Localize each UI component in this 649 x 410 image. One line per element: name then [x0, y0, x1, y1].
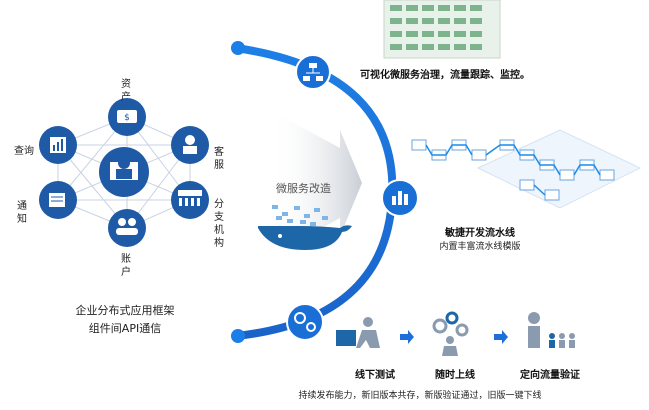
step1-text: 可视化微服务治理，流量跟踪、监控。 [360, 70, 530, 81]
arrow-2 [494, 330, 508, 344]
center-node [99, 147, 149, 197]
node-label-right-bottom: 分支机构 [214, 199, 224, 249]
node-label-left-bottom: 通知 [17, 201, 27, 225]
svg-text:$: $ [124, 113, 130, 123]
stage2-label: 随时上线 [435, 370, 475, 381]
transform-label: 微服务改造 [276, 182, 331, 195]
arc-end-top [231, 41, 245, 55]
arc-end-bottom [231, 329, 245, 343]
pipeline-footer: 持续发布能力，新旧版本共存，新版验证通过，旧版一键下线 [298, 391, 542, 401]
cluster-caption-line2: 组件间API通信 [88, 322, 162, 335]
stage1-label: 线下测试 [355, 370, 395, 381]
step2-subtitle: 内置丰富流水线模版 [439, 242, 521, 252]
node-left-top [39, 126, 77, 164]
gears-icon [286, 303, 324, 341]
org-chart-icon [295, 54, 331, 90]
node-label-top-right: 客服 [214, 147, 224, 171]
node-left-bottom [39, 181, 77, 219]
node-bottom [108, 209, 146, 247]
bar-chart-icon [381, 179, 419, 217]
node-label-top: 资产 [121, 79, 131, 103]
node-label-left-top: 查询 [14, 146, 34, 157]
monitor-screenshot [383, 0, 501, 59]
pipeline-diagram [411, 129, 642, 209]
stage3-figure [528, 312, 575, 348]
cluster-caption-line1: 企业分布式应用框架 [75, 304, 175, 317]
stage1-figure [336, 317, 380, 348]
stage3-label: 定向流量验证 [520, 370, 580, 381]
stage2-figure [432, 311, 469, 356]
node-top: $ [108, 98, 146, 136]
node-top-right [171, 126, 209, 164]
node-right-bottom [171, 181, 209, 219]
step2-title: 敏捷开发流水线 [445, 228, 515, 239]
node-label-bottom: 账户 [121, 254, 131, 278]
arrow-1 [400, 330, 414, 344]
docker-whale-icon [258, 205, 352, 250]
